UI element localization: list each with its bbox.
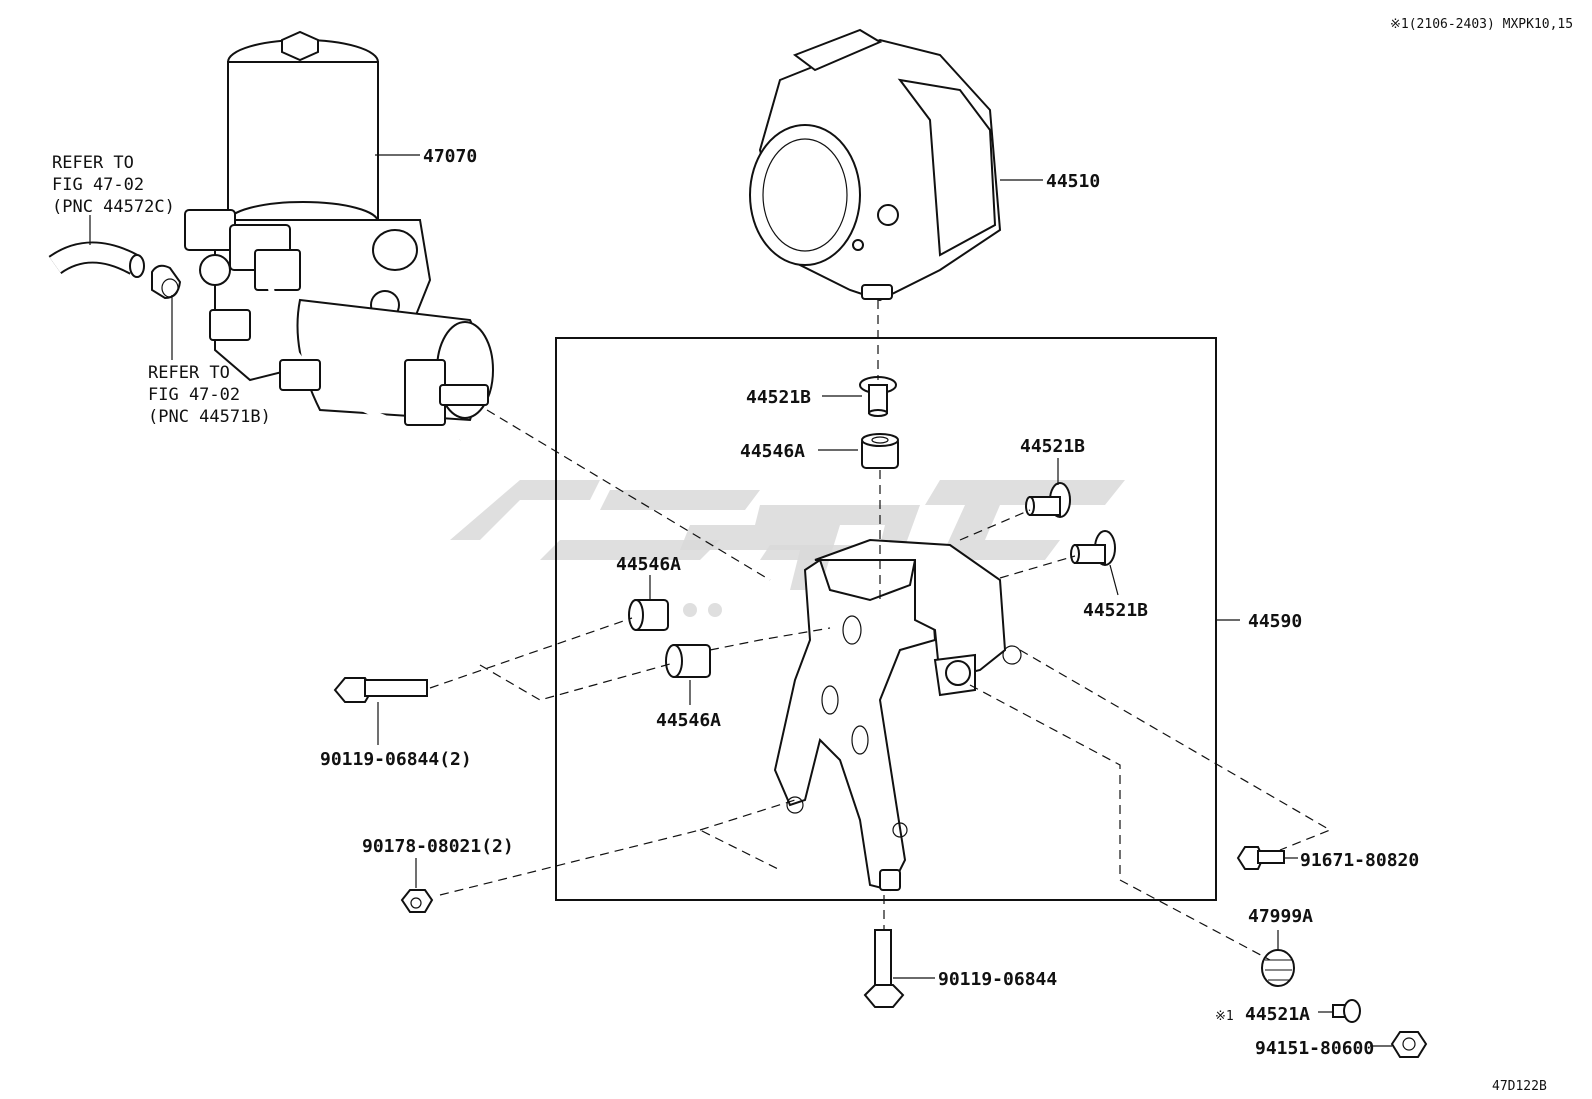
nut-icon [400, 889, 434, 913]
hose-icon [48, 241, 145, 278]
part-label-90178-08021-2[interactable]: 90178-08021(2) [362, 836, 514, 857]
clip-icon [151, 264, 182, 300]
cushion-icon [861, 433, 899, 469]
part-label-44521b[interactable]: 44521B [1083, 600, 1148, 621]
leader-lines [89, 154, 1392, 1047]
ref-line: FIG 47-02 [148, 385, 240, 405]
cushion-icon [665, 644, 711, 678]
part-label-44590[interactable]: 44590 [1248, 611, 1302, 632]
part-label-44546a[interactable]: 44546A [740, 441, 805, 462]
ref-line: (PNC 44571B) [148, 407, 271, 427]
ref-line: FIG 47-02 [52, 175, 144, 195]
part-label-44546a[interactable]: 44546A [656, 710, 721, 731]
bolt-icon [1236, 846, 1285, 870]
watermark-logo [450, 480, 1125, 617]
part-label-mark: ※1 [1215, 1009, 1234, 1024]
part-label-90119-06844[interactable]: 90119-06844 [938, 969, 1057, 990]
part-label-44521a[interactable]: 44521A [1245, 1004, 1310, 1025]
part-label-90119-06844-2[interactable]: 90119-06844(2) [320, 749, 472, 770]
part-label-44521b[interactable]: 44521B [746, 387, 811, 408]
part-label-47999a[interactable]: 47999A [1248, 906, 1313, 927]
ref-line: REFER TO [52, 153, 134, 173]
figure-id: 47D122B [1492, 1079, 1547, 1094]
part-label-94151-80600[interactable]: 94151-80600 [1255, 1038, 1374, 1059]
applicability-note: ※1(2106-2403) MXPK10,15 [1390, 17, 1573, 32]
cushion-icon [628, 599, 669, 631]
reference-note-1: REFER TO FIG 47-02 (PNC 44572C) [52, 153, 175, 217]
cushion-icon [1261, 949, 1295, 987]
bracket-assembly-frame [555, 337, 1217, 901]
bracket-icon [773, 538, 1022, 892]
actuator-pump-icon[interactable] [184, 30, 494, 446]
assembly-lines [429, 300, 1332, 961]
abs-actuator-icon[interactable] [749, 28, 1002, 302]
collar-icon [1070, 530, 1116, 566]
bolt-icon [333, 677, 428, 703]
part-label-44546a[interactable]: 44546A [616, 554, 681, 575]
ref-line: REFER TO [148, 363, 230, 383]
part-label-91671-80820[interactable]: 91671-80820 [1300, 850, 1419, 871]
reference-note-2: REFER TO FIG 47-02 (PNC 44571B) [148, 363, 271, 427]
bolt-icon [863, 929, 905, 1008]
nut-icon [1390, 1031, 1428, 1058]
part-label-44521b[interactable]: 44521B [1020, 436, 1085, 457]
part-label-44510[interactable]: 44510 [1046, 171, 1100, 192]
collar-icon [1332, 999, 1361, 1023]
collar-icon [859, 376, 897, 417]
part-label-47070[interactable]: 47070 [423, 146, 477, 167]
ref-line: (PNC 44572C) [52, 197, 175, 217]
collar-icon [1025, 482, 1071, 518]
